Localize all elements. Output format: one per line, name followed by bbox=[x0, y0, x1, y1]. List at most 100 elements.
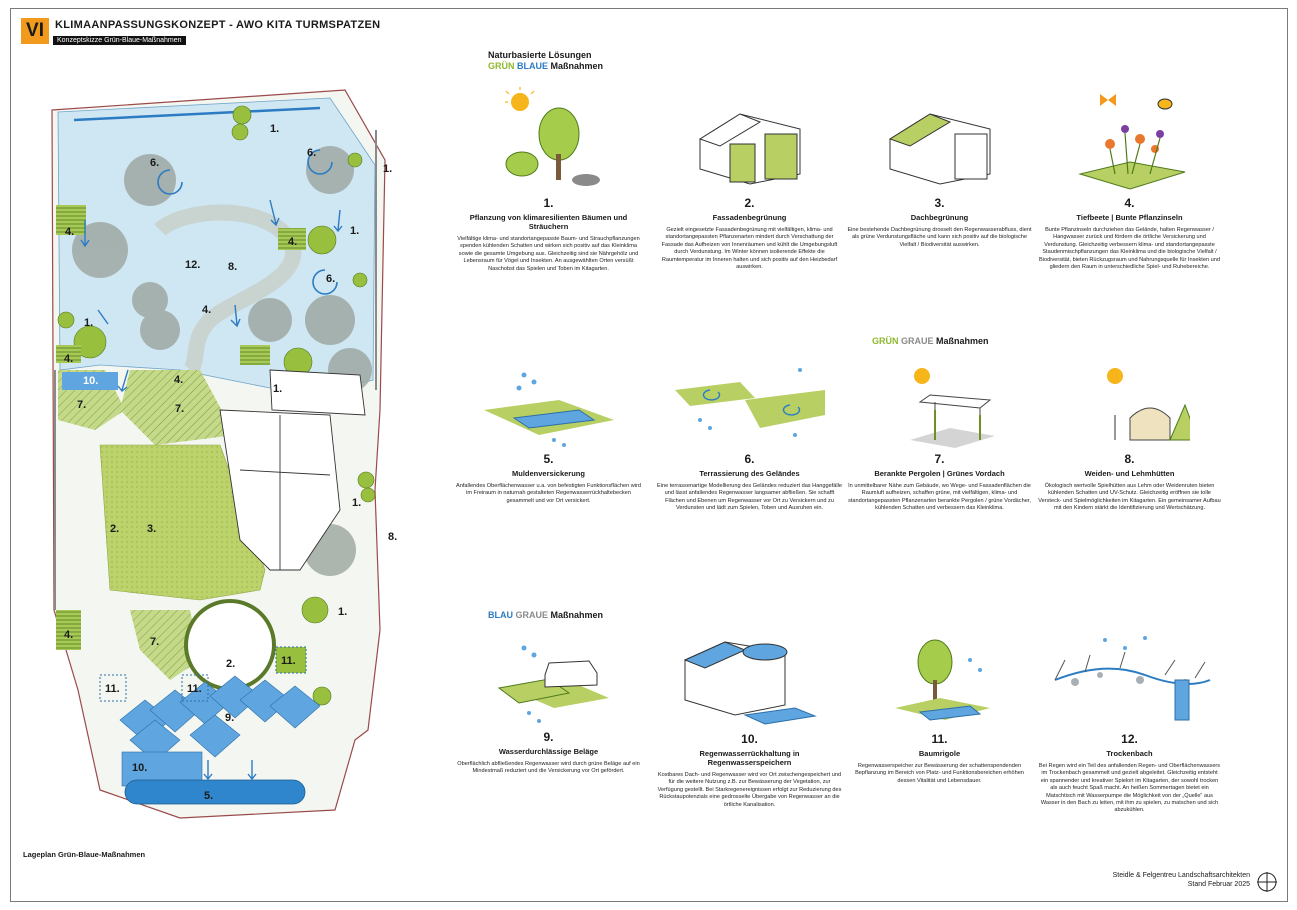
tiefbeete bbox=[56, 205, 306, 650]
plan-label-1g: 1. bbox=[338, 606, 347, 618]
measure-3-number: 3. bbox=[934, 196, 945, 210]
measure-8-title: Weiden- und Lehmhütten bbox=[1084, 469, 1175, 478]
measure-2-number: 2. bbox=[744, 196, 755, 210]
measure-4-description: Bunte Pflanzinseln durchziehen das Gelän… bbox=[1039, 227, 1220, 271]
measure-7: 7. Berankte Pergolen | Grünes Vordach In… bbox=[847, 360, 1032, 513]
plan-label-6: 6. bbox=[150, 157, 159, 169]
measure-6-description: Eine terrassenartige Modellierung des Ge… bbox=[657, 483, 843, 512]
measure-10-title: Regenwasserrückhaltung in Regenwasserspe… bbox=[699, 749, 800, 767]
plan-label-4f: 4. bbox=[64, 629, 73, 641]
trees bbox=[72, 146, 372, 576]
green-word: GRÜN bbox=[872, 336, 899, 346]
measure-12: 12. Trockenbach Bei Regen wird ein Teil … bbox=[1037, 620, 1222, 815]
measure-12-title: Trockenbach bbox=[1106, 749, 1153, 758]
measure-11: 11. Baumrigole Regenwasserspeicher zur B… bbox=[847, 620, 1032, 785]
sheet-subtitle: Konzeptskizze Grün-Blaue-Maßnahmen bbox=[53, 36, 186, 45]
blue-word: BLAU bbox=[488, 610, 513, 620]
willow-clay-huts-illustration bbox=[1106, 368, 1190, 441]
measure-5: 5. Muldenversickerung Anfallendes Oberfl… bbox=[456, 360, 641, 505]
measure-2-description: Gezielt eingesetzte Fassadenbegrünung mi… bbox=[661, 227, 838, 271]
measure-9: 9. Wasserdurchlässige Beläge Oberflächli… bbox=[456, 633, 641, 776]
grey-word: GRAUE bbox=[901, 336, 934, 346]
creek-blue bbox=[73, 106, 321, 122]
measure-8-number: 8. bbox=[1124, 452, 1135, 466]
roof-greening-illustration bbox=[888, 113, 990, 185]
rotunda bbox=[184, 599, 276, 691]
plan-label-6c: 6. bbox=[326, 273, 335, 285]
plan-label-4e: 4. bbox=[174, 374, 183, 386]
plan-label-8: 8. bbox=[228, 261, 237, 273]
sheet-frame bbox=[10, 8, 1288, 902]
measure-5-description: Anfallendes Oberflächenwasser u.a. von b… bbox=[456, 483, 642, 504]
section-green-blue-line1: Naturbasierte Lösungen bbox=[488, 50, 592, 60]
facade-greening-illustration bbox=[698, 113, 800, 185]
measure-7-description: In unmittelbarer Nähe zum Gebäude, wo We… bbox=[848, 483, 1031, 512]
measure-11-title: Baumrigole bbox=[918, 749, 961, 758]
grey-word: GRAUE bbox=[515, 610, 549, 620]
measure-4-title: Tiefbeete | Bunte Pflanzinseln bbox=[1076, 213, 1183, 222]
measure-8: 8. Weiden- und Lehmhütten Ökologisch wer… bbox=[1037, 360, 1222, 513]
measure-2: 2. Fassadenbegrünung Gezielt eingesetzte… bbox=[657, 84, 842, 271]
plan-label-4b: 4. bbox=[288, 236, 297, 248]
measure-9-title: Wasserdurchlässige Beläge bbox=[498, 747, 599, 756]
footer-date: Stand Februar 2025 bbox=[1187, 881, 1250, 888]
measure-1-title: Pflanzung von klimaresilienten Bäumen un… bbox=[469, 213, 628, 231]
measure-5-number: 5. bbox=[543, 452, 554, 466]
plan-label-4d: 4. bbox=[202, 304, 211, 316]
plan-caption: Lageplan Grün-Blaue-Maßnahmen bbox=[23, 850, 146, 859]
pergola-south bbox=[130, 610, 200, 680]
plan-label-7: 7. bbox=[77, 399, 86, 411]
plan-label-1: 1. bbox=[270, 123, 279, 135]
section-green-blue-heading: Naturbasierte Lösungen GRÜN BLAUE Maßnah… bbox=[488, 50, 603, 72]
plan-label-4c: 4. bbox=[64, 353, 73, 365]
plan-label-10: 10. bbox=[83, 375, 98, 387]
measure-6-title: Terrassierung des Geländes bbox=[699, 469, 800, 478]
plan-label-1f: 1. bbox=[352, 497, 361, 509]
measure-9-description: Oberflächlich abfließendes Regenwasser w… bbox=[457, 761, 640, 775]
footer-credit: Steidle & Felgentreu Landschaftsarchitek… bbox=[1113, 871, 1250, 889]
terracing-illustration bbox=[674, 368, 825, 437]
plan-label-12: 12. bbox=[185, 259, 200, 271]
plan-label-10b: 10. bbox=[132, 762, 147, 774]
measure-3: 3. Dachbegrünung Eine bestehende Dachbeg… bbox=[847, 84, 1032, 249]
flower-bed-illustration bbox=[1077, 94, 1185, 190]
measure-7-title: Berankte Pergolen | Grünes Vordach bbox=[874, 469, 1005, 478]
plan-label-1b: 1. bbox=[383, 163, 392, 175]
plan-label-11: 11. bbox=[105, 683, 120, 695]
sheet-title: KLIMAANPASSUNGSKONZEPT - AWO KITA TURMSP… bbox=[55, 19, 381, 31]
plan-label-8b: 8. bbox=[388, 531, 397, 543]
plan-label-5: 5. bbox=[204, 790, 213, 802]
rainwater-storage-illustration bbox=[683, 641, 817, 725]
flow-arrows bbox=[80, 199, 343, 781]
permeable-paving-illustration bbox=[497, 645, 609, 723]
measure-10-number: 10. bbox=[741, 732, 758, 746]
plan-label-7b: 7. bbox=[175, 403, 184, 415]
plan-label-11c: 11. bbox=[281, 655, 296, 667]
green-word: GRÜN bbox=[488, 61, 515, 71]
dry-creek-path bbox=[154, 204, 301, 376]
measure-9-number: 9. bbox=[543, 730, 554, 744]
dry-creek-illustration bbox=[1054, 636, 1210, 721]
measure-1-description: Vielfältige klima- und standortangepasst… bbox=[457, 236, 640, 272]
plan-label-7c: 7. bbox=[150, 636, 159, 648]
lawn-area bbox=[99, 444, 266, 601]
measure-11-description: Regenwasserspeicher zur Bewässerung der … bbox=[855, 763, 1024, 784]
blue-word: BLAUE bbox=[517, 61, 549, 71]
measure-3-description: Eine bestehende Dachbegrünung drosselt d… bbox=[847, 227, 1032, 248]
plan-label-4: 4. bbox=[65, 226, 74, 238]
measure-12-number: 12. bbox=[1121, 732, 1138, 746]
swale-infiltration-illustration bbox=[483, 372, 614, 447]
measure-10-description: Kostbares Dach- und Regenwasser wird vor… bbox=[657, 772, 842, 808]
swale bbox=[124, 779, 306, 805]
footer-office: Steidle & Felgentreu Landschaftsarchitek… bbox=[1112, 872, 1250, 879]
plan-label-3: 3. bbox=[147, 523, 156, 535]
plan-label-9: 9. bbox=[225, 712, 234, 724]
measure-2-title: Fassadenbegrünung bbox=[712, 213, 787, 222]
pergola-illustration bbox=[909, 368, 995, 448]
green-trees bbox=[57, 105, 376, 706]
measure-1: 1. Pflanzung von klimaresilienten Bäumen… bbox=[456, 84, 641, 273]
site-plan: 1. 1. 1. 1. 1. 1. 1. 2. 2. 3. 4. 4. 4. 4… bbox=[51, 89, 397, 819]
measure-1-number: 1. bbox=[543, 196, 554, 210]
measure-4-number: 4. bbox=[1124, 196, 1135, 210]
tree-trench-illustration bbox=[894, 639, 990, 721]
